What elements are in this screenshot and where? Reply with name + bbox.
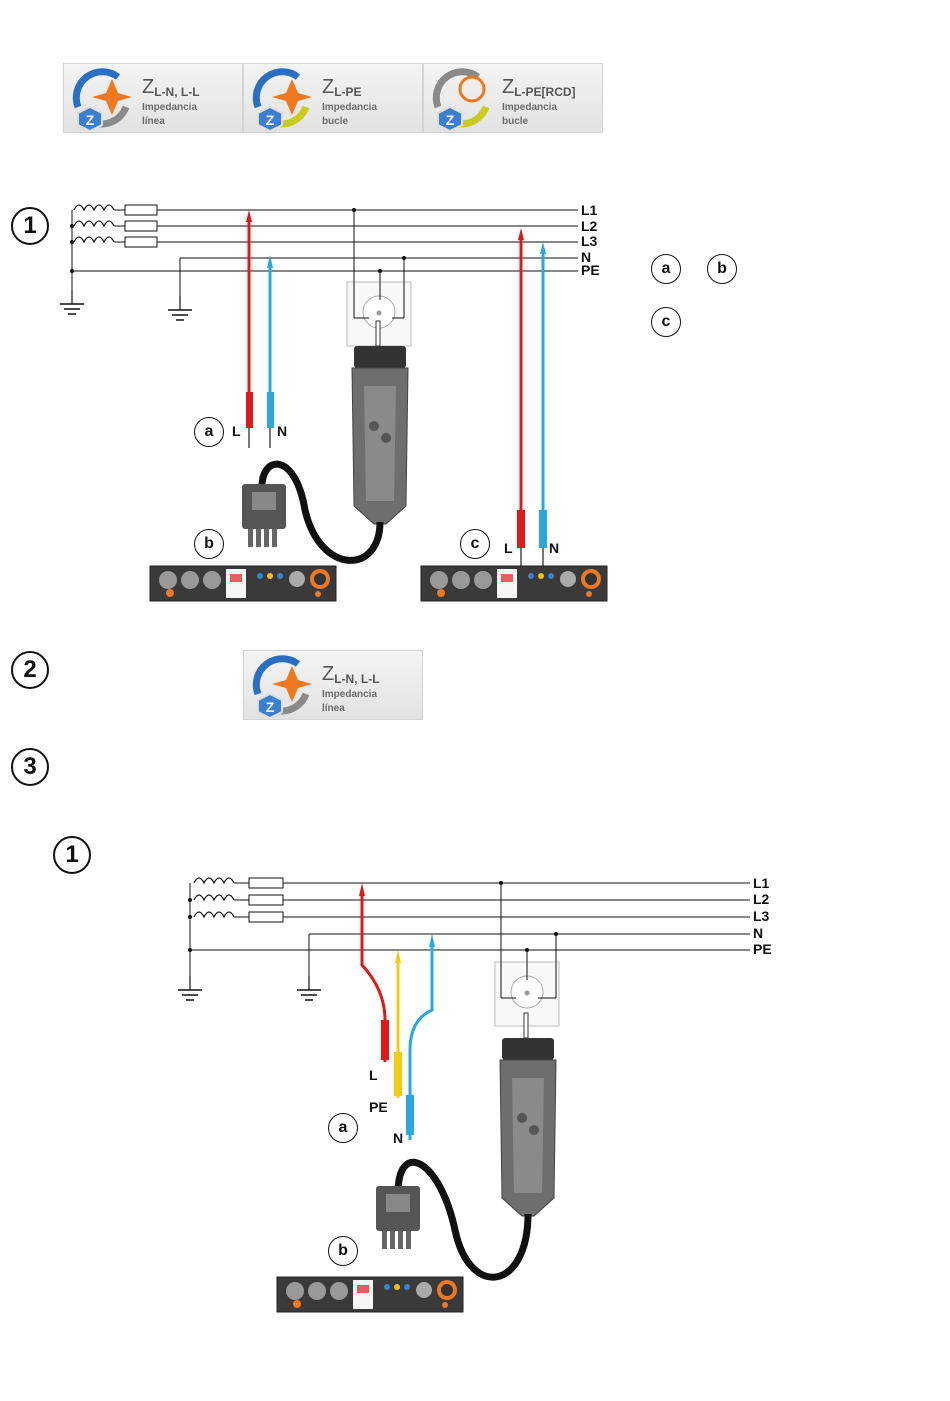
callout-c: c — [460, 529, 490, 559]
line-label-l1-b: L1 — [753, 875, 770, 891]
svg-text:Z: Z — [266, 699, 275, 715]
callout-a-2: a — [328, 1113, 358, 1143]
lead-label-l-2: L — [369, 1067, 378, 1083]
line-label-n-b: N — [753, 925, 763, 941]
lead-label-pe-2: PE — [369, 1099, 388, 1115]
step-1-marker: 1 — [11, 207, 49, 245]
legend-callout-a: a — [651, 254, 681, 284]
callout-a: a — [194, 417, 224, 447]
tile-subtitle: Impedancia — [322, 689, 377, 700]
lead-label-n-2: N — [393, 1130, 403, 1146]
mode-tile-zln-step2[interactable]: Z ZL-N, L-L Impedancia línea — [243, 650, 423, 720]
line-label-pe: PE — [581, 262, 600, 278]
line-label-l1: L1 — [581, 202, 598, 218]
line-label-pe-b: PE — [753, 941, 772, 957]
lead-label-n: N — [277, 423, 287, 439]
line-label-l3: L3 — [581, 233, 598, 249]
line-label-l3-b: L3 — [753, 908, 770, 924]
diagram-1: L1 L2 L3 N PE L N L — [60, 202, 607, 601]
line-label-l2: L2 — [581, 218, 598, 234]
tile-subtitle-2: línea — [322, 703, 345, 714]
step-2-marker: 2 — [11, 651, 49, 689]
lead-label-l-c: L — [504, 540, 513, 556]
step-1b-marker: 1 — [53, 836, 91, 874]
line-label-l2-b: L2 — [753, 891, 770, 907]
tile-title: ZL-N, L-L — [322, 663, 380, 686]
lead-label-n-c: N — [549, 540, 559, 556]
diagram-2: L1 L2 L3 N PE L PE N — [178, 875, 772, 1312]
legend-callout-b: b — [707, 254, 737, 284]
callout-b: b — [194, 529, 224, 559]
lead-label-l: L — [232, 423, 241, 439]
legend-callout-c: c — [651, 307, 681, 337]
step-3-marker: 3 — [11, 748, 49, 786]
callout-b-2: b — [328, 1236, 358, 1266]
impedance-icon: Z — [248, 654, 318, 718]
coil-l1 — [74, 205, 114, 210]
